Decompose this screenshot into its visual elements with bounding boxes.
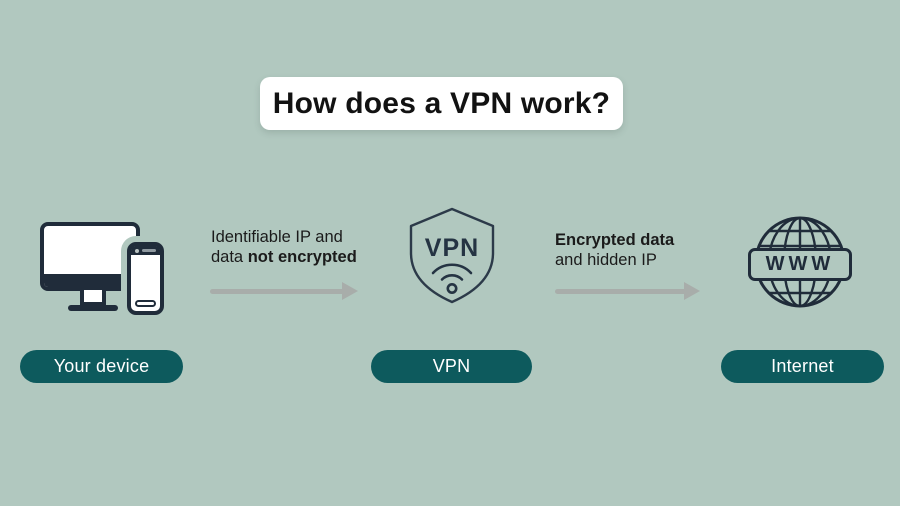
computer-and-phone-icon — [35, 215, 175, 317]
phone-top-bar — [131, 246, 160, 255]
pill-your-device: Your device — [20, 350, 183, 383]
shield-vpn-text: VPN — [425, 234, 479, 262]
label-line-1: Identifiable IP and — [211, 228, 343, 246]
phone-home-grill — [135, 300, 156, 307]
phone-icon — [127, 242, 164, 315]
monitor-base — [68, 305, 118, 311]
phone-speaker-line — [142, 249, 156, 252]
www-globe-icon: WWW — [748, 215, 852, 310]
monitor-icon — [40, 222, 140, 291]
pill-internet: Internet — [721, 350, 884, 383]
vpn-shield-wifi-icon: VPN — [408, 206, 496, 311]
monitor-bezel — [44, 274, 136, 287]
title-box: How does a VPN work? — [260, 77, 623, 130]
label-encrypted: Encrypted data and hidden IP — [555, 231, 674, 270]
label-unencrypted: Identifiable IP and data not encrypted — [211, 228, 357, 267]
label-line-2: and hidden IP — [555, 250, 657, 269]
pill-vpn: VPN — [371, 350, 532, 383]
label-line-2: data not encrypted — [211, 247, 357, 266]
phone-camera-dot — [135, 248, 139, 253]
monitor-stand — [80, 290, 106, 306]
www-badge: WWW — [748, 248, 852, 281]
right-arrow-icon — [210, 282, 358, 300]
shield-outline — [409, 207, 495, 304]
right-arrow-icon — [555, 282, 700, 300]
wifi-icon — [431, 263, 473, 295]
label-line-1: Encrypted data — [555, 231, 675, 249]
page-title: How does a VPN work? — [272, 86, 611, 120]
